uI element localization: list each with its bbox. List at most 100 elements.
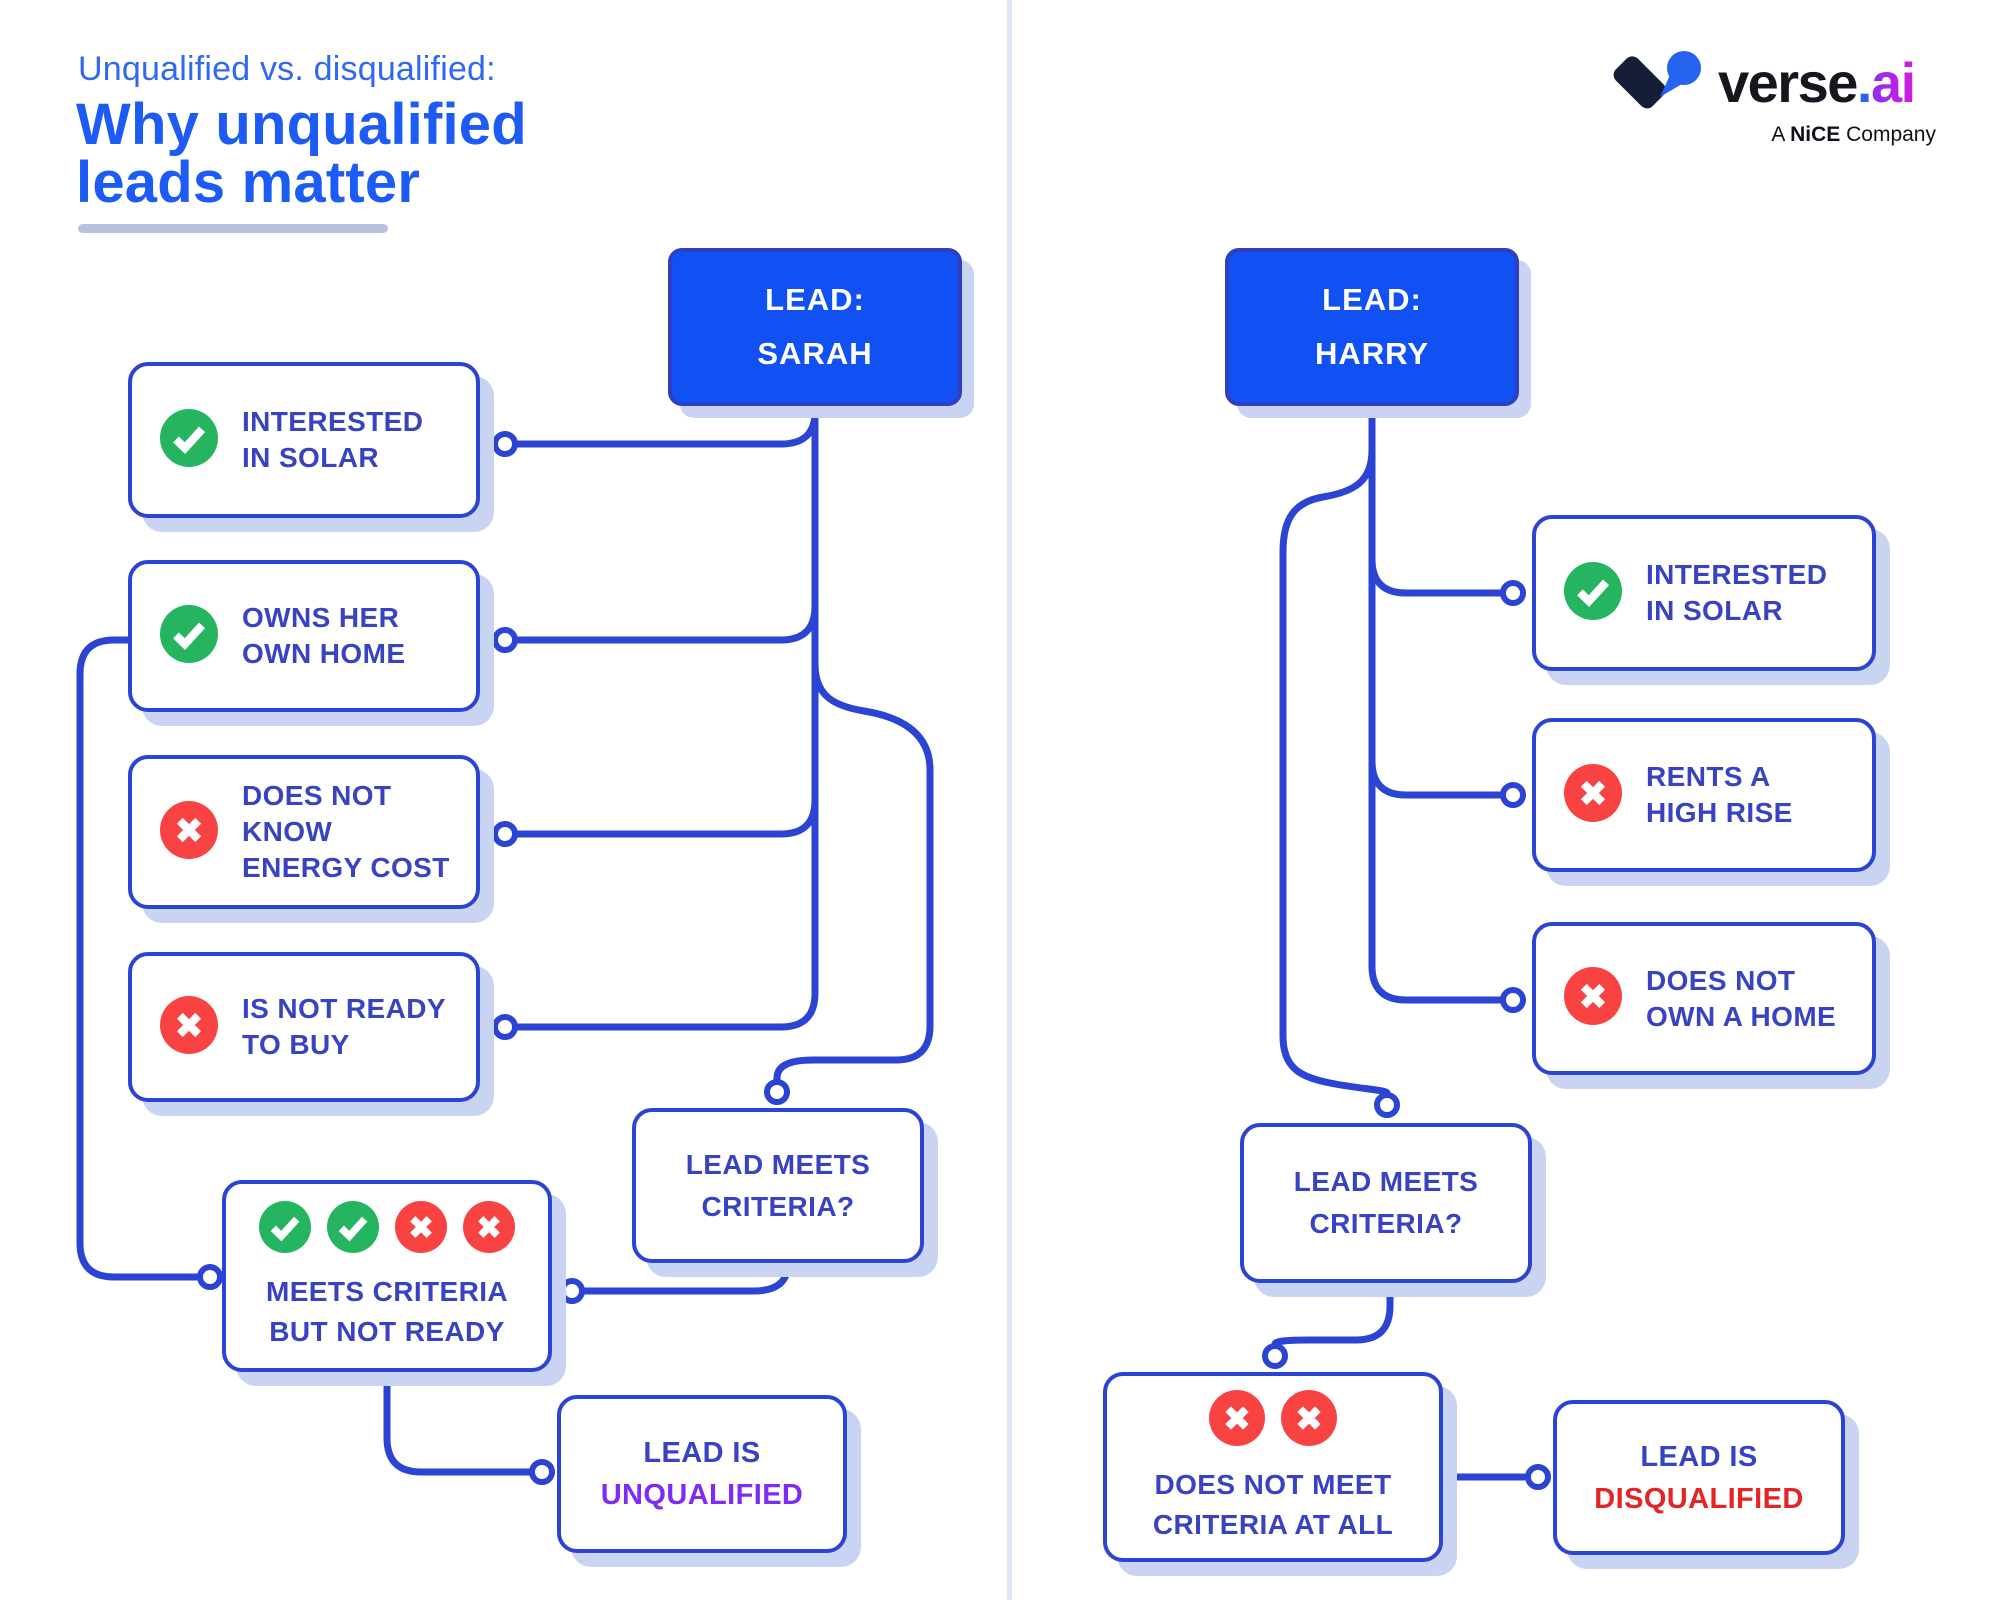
summary-line: DOES NOT MEET (1154, 1468, 1392, 1500)
question-line: LEAD MEETS (685, 1148, 871, 1180)
result-prefix: LEAD IS (643, 1437, 761, 1469)
title-underline (78, 224, 388, 233)
node-group (197, 431, 1551, 1490)
connector-node (492, 821, 518, 847)
criteria-line: ENERGY COST (242, 852, 450, 883)
criteria-box-owns-her-own-home: OWNS HER OWN HOME (128, 560, 480, 712)
connector-node (1262, 1343, 1288, 1369)
x-icon (1281, 1389, 1337, 1451)
verse-logo-mark-icon (1612, 44, 1712, 121)
criteria-label: INTERESTED IN SOLAR (1646, 557, 1827, 629)
sarah-home-to-summary (76, 636, 201, 1281)
harry-branch1 (1368, 555, 1504, 597)
result-verdict: DISQUALIFIED (1594, 1482, 1804, 1515)
logo-dot: . (1856, 51, 1873, 114)
tagline-a: A (1771, 123, 1785, 146)
lead-name: SARAH (757, 336, 873, 371)
criteria-line: INTERESTED (242, 406, 424, 437)
logo-brand: verse (1718, 51, 1858, 114)
lead-box-harry: LEAD: HARRY (1225, 248, 1519, 406)
summary-box-sarah: MEETS CRITERIA BUT NOT READY (222, 1180, 552, 1372)
connector-node (1500, 782, 1526, 808)
x-icon (160, 995, 218, 1059)
check-icon (160, 408, 218, 472)
lead-label: LEAD: (765, 282, 865, 317)
connector-node (492, 1014, 518, 1040)
lead-label: LEAD: (1322, 282, 1422, 317)
logo-wordmark: verse.ai (1718, 50, 1916, 115)
criteria-line: TO BUY (242, 1029, 350, 1060)
question-box-harry: LEAD MEETS CRITERIA? (1240, 1123, 1532, 1283)
summary-icons (259, 1200, 515, 1258)
x-icon (1564, 763, 1622, 827)
criteria-label: DOES NOT OWN A HOME (1646, 963, 1836, 1035)
lead-name: HARRY (1314, 336, 1430, 371)
connector-node (1500, 987, 1526, 1013)
summary-icons (1209, 1389, 1337, 1451)
criteria-line: IN SOLAR (1646, 595, 1783, 626)
center-divider (1007, 0, 1012, 1600)
criteria-line: RENTS A (1646, 761, 1771, 792)
result-box-unqualified: LEAD IS UNQUALIFIED (557, 1395, 847, 1553)
x-icon (160, 800, 218, 864)
x-icon (463, 1200, 515, 1258)
check-icon (259, 1200, 311, 1258)
sarah-branch3 (513, 796, 819, 838)
criteria-line: OWN A HOME (1646, 1000, 1837, 1032)
connector-node (764, 1079, 790, 1105)
verse-ai-logo: verse.ai A NiCE Company (1612, 44, 1942, 147)
connector-node (1500, 580, 1526, 606)
criteria-line: KNOW (242, 816, 333, 847)
sarah-branch1 (513, 408, 819, 448)
logo-row: verse.ai (1612, 44, 1942, 121)
criteria-line: OWN HOME (242, 638, 406, 669)
sarah-branch2 (513, 602, 819, 644)
criteria-box-does-not-know-energy-cost: DOES NOT KNOW ENERGY COST (128, 755, 480, 909)
x-icon (1564, 967, 1622, 1030)
logo-suffix: ai (1870, 51, 1916, 114)
result-prefix: LEAD IS (1640, 1440, 1758, 1473)
question-line: CRITERIA? (701, 1190, 855, 1222)
x-icon (395, 1200, 447, 1258)
harry-branch2 (1368, 757, 1504, 799)
page-title-line1: Why unqualified (76, 92, 527, 157)
criteria-line: DOES NOT (1646, 964, 1796, 996)
check-icon (160, 604, 218, 668)
sarah-question-to-summary (581, 1259, 792, 1295)
connector-node (197, 1264, 223, 1290)
connector-node (1374, 1092, 1400, 1118)
connector-node (1525, 1464, 1551, 1490)
criteria-box-rents-a-high-rise: RENTS A HIGH RISE (1532, 718, 1876, 872)
page-title-line2: leads matter (76, 150, 421, 215)
sarah-trunk-to-branch4 (513, 402, 819, 1031)
criteria-box-harry-interested-in-solar: INTERESTED IN SOLAR (1532, 515, 1876, 671)
logo-tagline: A NiCE Company (1612, 123, 1942, 147)
criteria-label: DOES NOT KNOW ENERGY COST (242, 778, 450, 886)
criteria-line: HIGH RISE (1646, 797, 1793, 828)
question-box-sarah: LEAD MEETS CRITERIA? (632, 1108, 924, 1263)
criteria-label: INTERESTED IN SOLAR (242, 404, 423, 476)
wire-group (76, 402, 1528, 1481)
sarah-bypass-to-question (773, 660, 934, 1084)
criteria-line: DOES NOT (242, 780, 392, 811)
criteria-line: OWNS HER (242, 602, 400, 633)
harry-trunk-to-branch3 (1368, 402, 1504, 1004)
result-box-disqualified: LEAD IS DISQUALIFIED (1553, 1400, 1845, 1555)
harry-question-to-summary (1271, 1279, 1394, 1348)
question-line: CRITERIA? (1309, 1208, 1463, 1239)
criteria-box-does-not-own-a-home: DOES NOT OWN A HOME (1532, 922, 1876, 1075)
sarah-summary-to-result (383, 1366, 533, 1476)
criteria-label: OWNS HER OWN HOME (242, 600, 405, 672)
summary-label: MEETS CRITERIA BUT NOT READY (266, 1272, 508, 1352)
connector-node (492, 627, 518, 653)
question-line: LEAD MEETS (1293, 1166, 1479, 1197)
check-icon (327, 1200, 379, 1258)
tagline-nice: NiCE (1790, 123, 1841, 146)
result-verdict: UNQUALIFIED (600, 1479, 804, 1511)
summary-line: BUT NOT READY (269, 1315, 505, 1347)
connector-node (559, 1278, 585, 1304)
criteria-line: IS NOT READY (242, 993, 446, 1024)
connector-node (492, 431, 518, 457)
